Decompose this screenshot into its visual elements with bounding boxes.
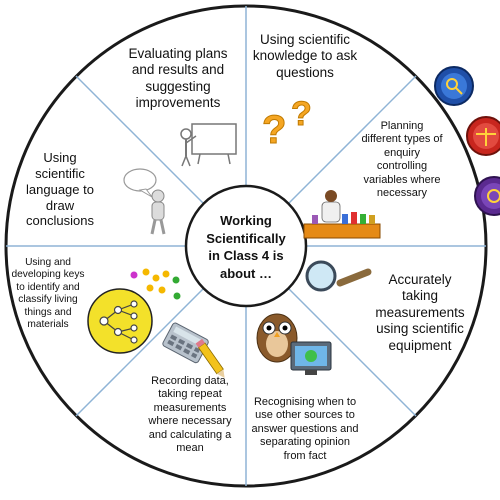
segment-asking-questions-line: knowledge to ask <box>252 48 358 64</box>
segment-planning-line: different types of <box>361 133 443 146</box>
segment-planning-line: variables where <box>363 173 441 186</box>
segment-evaluating-line: improvements <box>135 95 221 111</box>
segment-conclusions-line: scientific <box>35 165 85 181</box>
segment-recording-line: taking repeat <box>158 388 222 401</box>
calculator-pencil-icon <box>162 322 225 379</box>
segment-recording-line: measurements <box>153 401 227 414</box>
segment-recording: Recording data, taking repeat measuremen… <box>138 375 242 455</box>
segment-other-sources-line: use other sources to <box>255 409 355 422</box>
segment-planning-line: Planning <box>380 120 424 132</box>
speech-person-icon <box>123 168 166 235</box>
segment-asking-questions-line: questions <box>276 64 334 80</box>
teacher-board-icon <box>180 123 237 167</box>
segment-evaluating-line: suggesting <box>145 78 211 94</box>
segment-classifying: Using and developing keys to identify an… <box>4 257 92 332</box>
segment-classifying-line: things and <box>24 306 72 318</box>
center-title-line: in Class 4 is <box>208 248 284 264</box>
speech-bubble-icon <box>123 168 157 192</box>
owl-icon <box>256 313 298 363</box>
divider-bottom-right <box>288 288 417 417</box>
segment-conclusions: Using scientific language to draw conclu… <box>12 150 108 229</box>
center-title-line: about … <box>220 265 272 281</box>
badge-red-icon <box>466 116 500 156</box>
magnifying-glass-icon <box>305 260 372 292</box>
segment-recording-line: and calculating a <box>148 428 232 441</box>
divider-top-right <box>288 75 417 204</box>
segment-recording-line: where necessary <box>148 415 232 428</box>
scientist-icon <box>303 190 381 239</box>
segment-conclusions-line: language to <box>26 181 94 197</box>
segment-conclusions-line: Using <box>43 150 77 165</box>
segment-other-sources-line: Recognising when to <box>253 396 357 408</box>
center-title-line: Working <box>220 213 272 228</box>
segment-classifying-line: developing keys <box>11 269 85 281</box>
divider-bottom-left <box>75 288 204 417</box>
segment-other-sources-line: from fact <box>283 449 327 462</box>
classification-icons <box>130 268 181 300</box>
svg-text:?: ? <box>291 95 312 133</box>
divider-top-left <box>75 75 204 204</box>
segment-asking-questions-line: Using scientific <box>259 32 351 47</box>
segment-planning-line: necessary <box>376 187 428 200</box>
segment-measuring: Accurately taking measurements using sci… <box>362 272 478 354</box>
center-title-line: Scientifically <box>206 230 286 246</box>
segment-measuring-line: using scientific <box>376 321 464 337</box>
segment-recording-line: mean <box>176 442 204 455</box>
segment-evaluating: Evaluating plans and results and suggest… <box>118 46 238 112</box>
segment-conclusions-line: conclusions <box>26 213 94 229</box>
segment-other-sources: Recognising when to use other sources to… <box>246 396 364 463</box>
segment-measuring-line: taking <box>401 288 439 304</box>
segment-classifying-line: to identify and <box>16 281 80 293</box>
segment-conclusions-line: draw <box>45 197 75 213</box>
segment-evaluating-line: and results and <box>131 62 225 78</box>
segment-recording-line: Recording data, <box>151 375 229 387</box>
segment-asking-questions: Using scientific knowledge to ask questi… <box>246 32 364 81</box>
badge-purple-icon <box>474 176 500 216</box>
segment-planning: Planning different types of enquiry cont… <box>354 120 450 200</box>
segment-measuring-line: Accurately <box>388 272 452 287</box>
classification-key-icon <box>87 268 181 354</box>
segment-planning-line: enquiry <box>383 146 421 159</box>
segment-measuring-line: equipment <box>388 337 452 353</box>
segment-other-sources-line: answer questions and <box>251 422 359 435</box>
segment-classifying-line: Using and <box>25 257 71 268</box>
question-marks-icon: ? ? <box>262 95 313 153</box>
segment-dividers <box>6 6 486 486</box>
segment-other-sources-line: separating opinion <box>260 436 350 449</box>
segment-classifying-line: classify living <box>18 294 78 306</box>
segment-measuring-line: measurements <box>375 304 465 320</box>
svg-text:?: ? <box>262 108 286 152</box>
computer-icon <box>290 341 332 375</box>
center-circle <box>184 184 308 308</box>
center-title: Working Scientifically in Class 4 is abo… <box>186 212 306 282</box>
segment-classifying-line: materials <box>27 319 69 331</box>
segment-planning-line: controlling <box>376 160 428 173</box>
badge-blue-icon <box>434 66 474 106</box>
segment-evaluating-line: Evaluating plans <box>128 46 228 61</box>
